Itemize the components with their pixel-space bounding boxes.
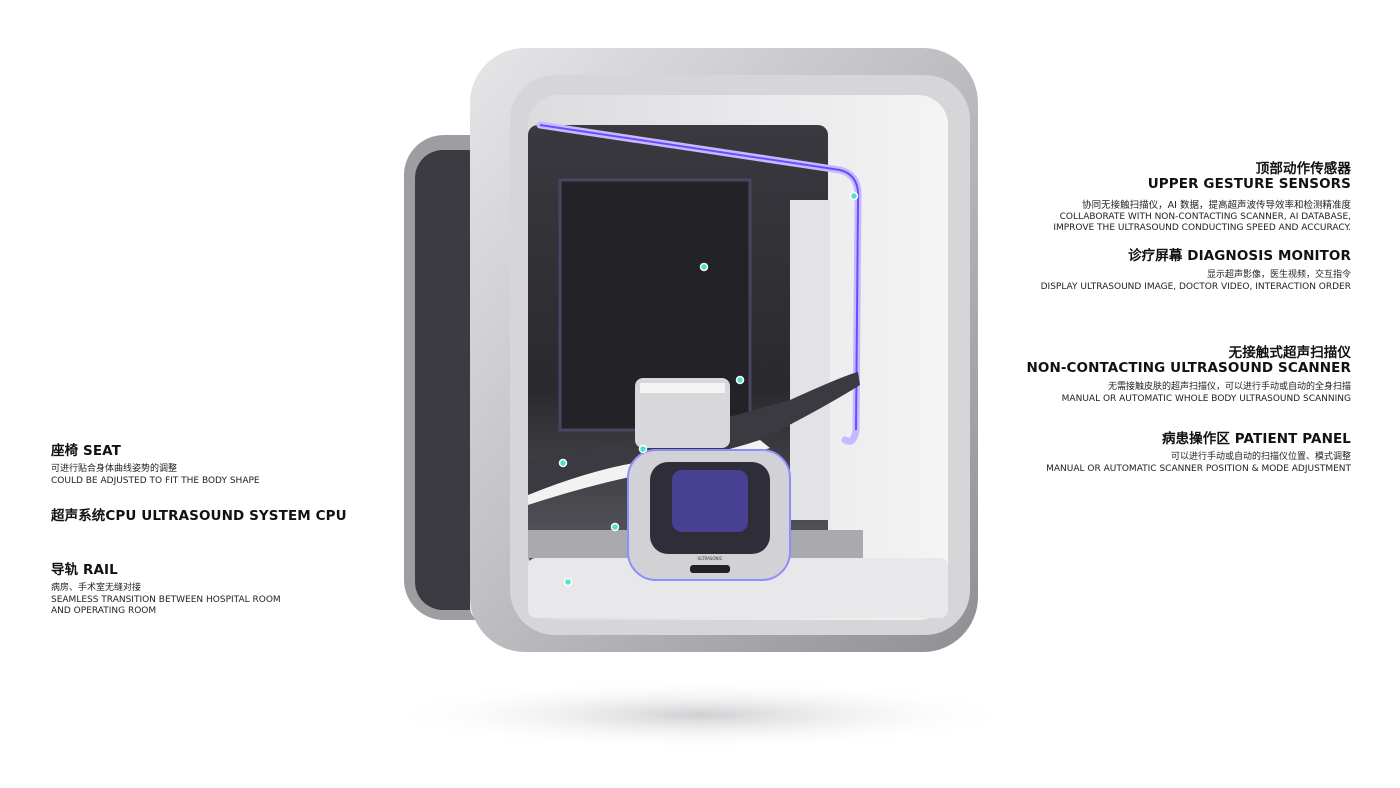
callout-dots <box>558 191 859 587</box>
callout-desc-en: COULD BE ADJUSTED TO FIT THE BODY SHAPE <box>51 475 260 486</box>
callout-desc-cn: 协同无接触扫描仪，AI 数据，提高超声波传导效率和检测精准度 <box>1082 200 1351 211</box>
callout-title: 导轨 RAIL <box>51 562 118 578</box>
callout-desc-en: SEAMLESS TRANSITION BETWEEN HOSPITAL ROO… <box>51 594 281 605</box>
callout-ultrasound-cpu: 超声系统CPU ULTRASOUND SYSTEM CPU <box>51 509 347 524</box>
side-wall-panel <box>790 200 830 520</box>
callout-desc-en: IMPROVE THE ULTRASOUND CONDUCTING SPEED … <box>1053 223 1351 233</box>
dot-monitor <box>699 262 709 272</box>
callout-desc-en: DISPLAY ULTRASOUND IMAGE, DOCTOR VIDEO, … <box>1040 281 1351 292</box>
callout-seat: 座椅 SEAT 可进行贴合身体曲线姿势的调整 COULD BE ADJUSTED… <box>51 444 260 487</box>
dot-rail <box>563 577 573 587</box>
callout-desc-en: MANUAL OR AUTOMATIC SCANNER POSITION & M… <box>1046 463 1351 474</box>
callout-desc-cn: 无需接触皮肤的超声扫描仪，可以进行手动或自动的全身扫描 <box>1107 382 1351 392</box>
cpu-unit-glow <box>672 470 748 532</box>
dot-patient-panel <box>638 444 648 454</box>
callout-desc-cn: 病房、手术室无缝对接 <box>51 583 142 593</box>
callout-desc-en: AND OPERATING ROOM <box>51 606 157 616</box>
callout-desc-en: COLLABORATE WITH NON-CONTACTING SCANNER,… <box>1059 211 1351 222</box>
dot-seat <box>558 458 568 468</box>
callout-upper-gesture-sensors: 顶部动作传感器 UPPER GESTURE SENSORS 协同无接触扫描仪，A… <box>1053 162 1351 235</box>
glow-strip-core <box>539 124 860 431</box>
callout-title-cn: 顶部动作传感器 <box>1255 161 1351 177</box>
callout-desc-cn: 可进行贴合身体曲线姿势的调整 <box>51 464 178 474</box>
callout-desc-en: MANUAL OR AUTOMATIC WHOLE BODY ULTRASOUN… <box>1061 393 1351 404</box>
callout-title-cn: 无接触式超声扫描仪 <box>1228 345 1351 361</box>
callout-title: 诊疗屏幕 DIAGNOSIS MONITOR <box>1128 248 1351 264</box>
callout-lines <box>0 195 1400 583</box>
dot-scanner <box>735 375 745 385</box>
callout-title: 病患操作区 PATIENT PANEL <box>1161 431 1351 447</box>
callout-diagnosis-monitor: 诊疗屏幕 DIAGNOSIS MONITOR 显示超声影像，医生视频，交互指令 … <box>1041 249 1351 293</box>
callout-desc-cn: 显示超声影像，医生视频，交互指令 <box>1206 270 1351 280</box>
floor-shadow <box>380 680 1020 750</box>
callout-patient-panel: 病患操作区 PATIENT PANEL 可以进行手动或自动的扫描仪位置、模式调整… <box>1046 432 1351 475</box>
scanner-label: ULTRASONIC <box>697 556 722 561</box>
callout-non-contacting-scanner: 无接触式超声扫描仪 NON-CONTACTING ULTRASOUND SCAN… <box>1026 346 1351 405</box>
scanner-head-top <box>640 383 725 393</box>
dot-upper-sensors <box>849 191 859 201</box>
callout-desc-cn: 可以进行手动或自动的扫描仪位置、模式调整 <box>1170 452 1351 462</box>
callout-title: 座椅 SEAT <box>51 443 121 459</box>
callout-title-en: NON-CONTACTING ULTRASOUND SCANNER <box>1026 360 1351 376</box>
cpu-unit-badge <box>690 565 730 573</box>
callout-title: 超声系统CPU ULTRASOUND SYSTEM CPU <box>51 508 347 524</box>
scanner-head <box>635 378 730 448</box>
dot-cpu <box>610 522 620 532</box>
callout-title-en: UPPER GESTURE SENSORS <box>1147 176 1351 192</box>
floor-base <box>528 558 948 618</box>
callout-rail: 导轨 RAIL 病房、手术室无缝对接 SEAMLESS TRANSITION B… <box>51 563 281 618</box>
